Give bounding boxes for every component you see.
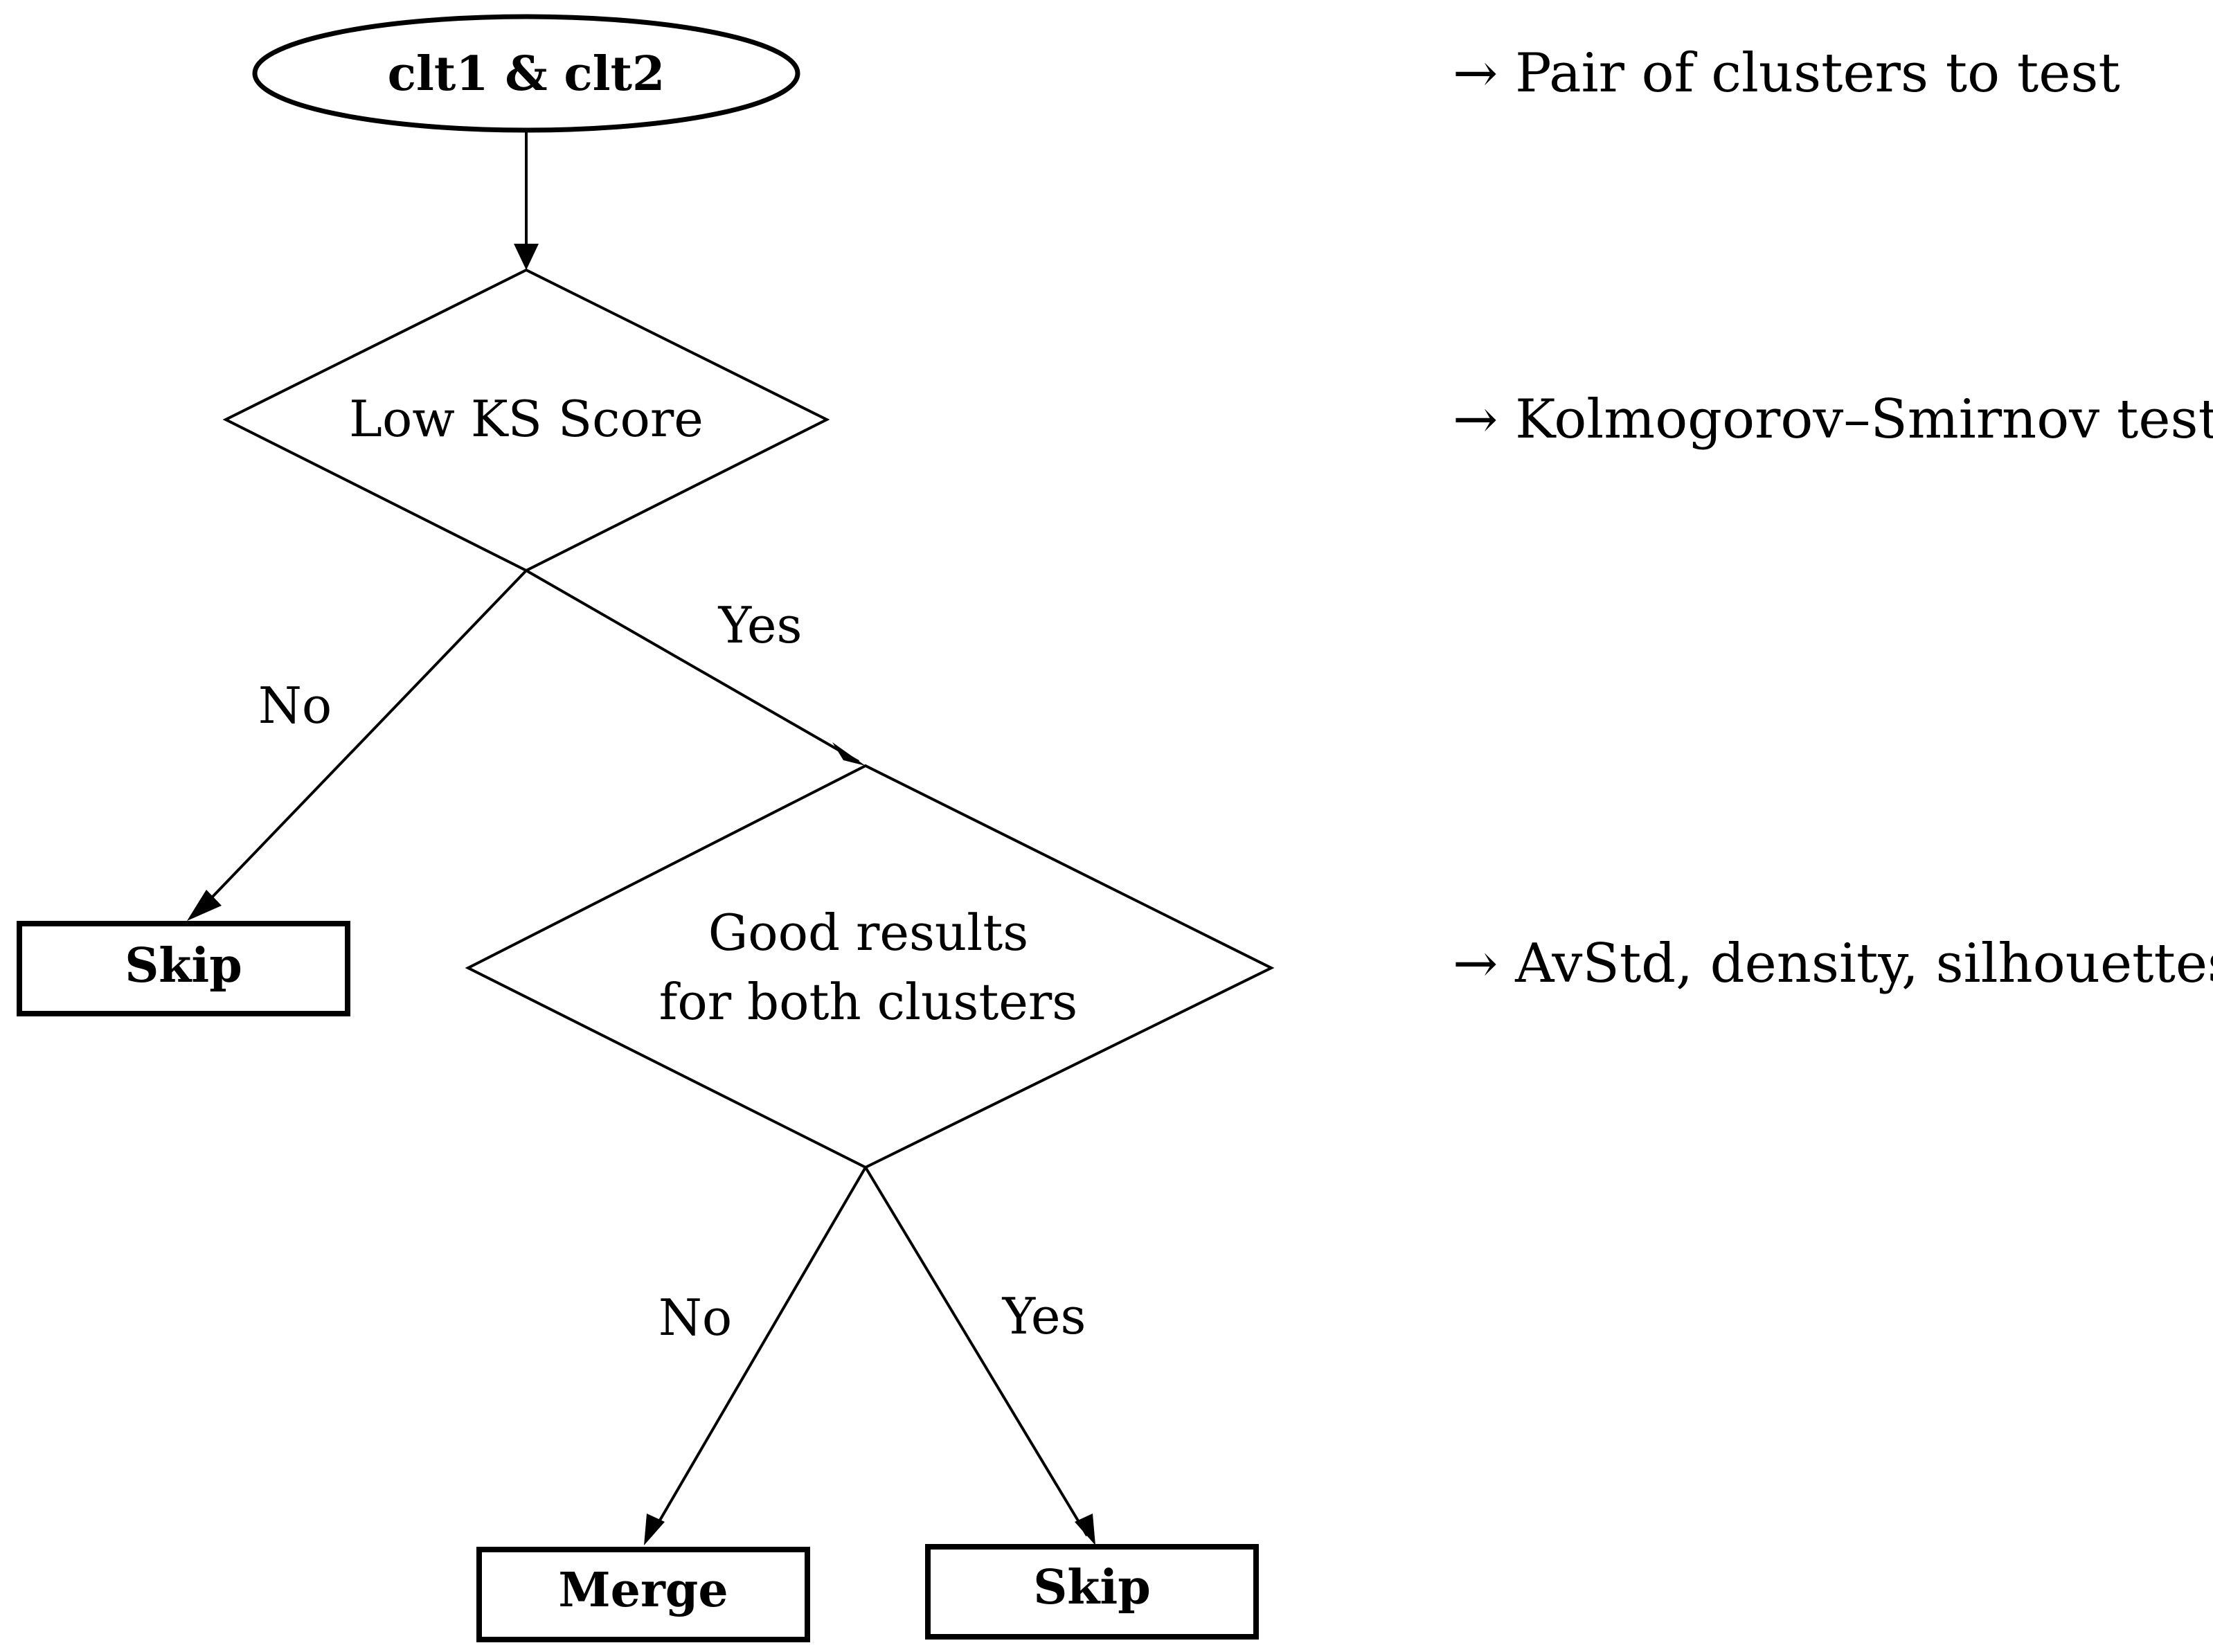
skip-right-label: Skip (1033, 1560, 1151, 1615)
ks-decision-label: Low KS Score (349, 390, 704, 448)
ks-yes-label: Yes (718, 596, 803, 654)
skip-left-node (17, 921, 350, 1016)
edge-start-to-ks-arrow (514, 244, 539, 270)
start-annotation: → Pair of clusters to test (1453, 42, 2120, 105)
merge-label: Merge (558, 1563, 728, 1618)
start-node (252, 14, 800, 133)
results-decision-label-line2: for both clusters (659, 973, 1078, 1031)
edge-ks-no (196, 569, 528, 914)
results-yes-label: Yes (1002, 1287, 1086, 1345)
edge-results-no-arrow (644, 1514, 665, 1545)
edge-ks-yes-arrow (832, 742, 866, 766)
edge-results-no (649, 1166, 867, 1537)
start-node-label: clt1 & clt2 (388, 46, 665, 102)
edge-ks-no-arrow (187, 890, 222, 921)
results-no-label: No (658, 1289, 732, 1347)
skip-right-node (925, 1544, 1259, 1640)
merge-node (476, 1547, 810, 1642)
ks-no-label: No (258, 676, 332, 735)
skip-left-label: Skip (125, 938, 242, 994)
edge-results-yes-arrow (1075, 1514, 1095, 1545)
edge-ks-yes (526, 569, 859, 763)
results-decision-label-line1: Good results (708, 904, 1028, 962)
edge-results-yes (864, 1166, 1088, 1537)
results-annotation: → AvStd, density, silhouettes (1453, 933, 2213, 995)
ks-decision-node (222, 268, 830, 573)
results-decision-node (465, 764, 1275, 1169)
ks-annotation: → Kolmogorov–Smirnov test (1453, 388, 2213, 451)
